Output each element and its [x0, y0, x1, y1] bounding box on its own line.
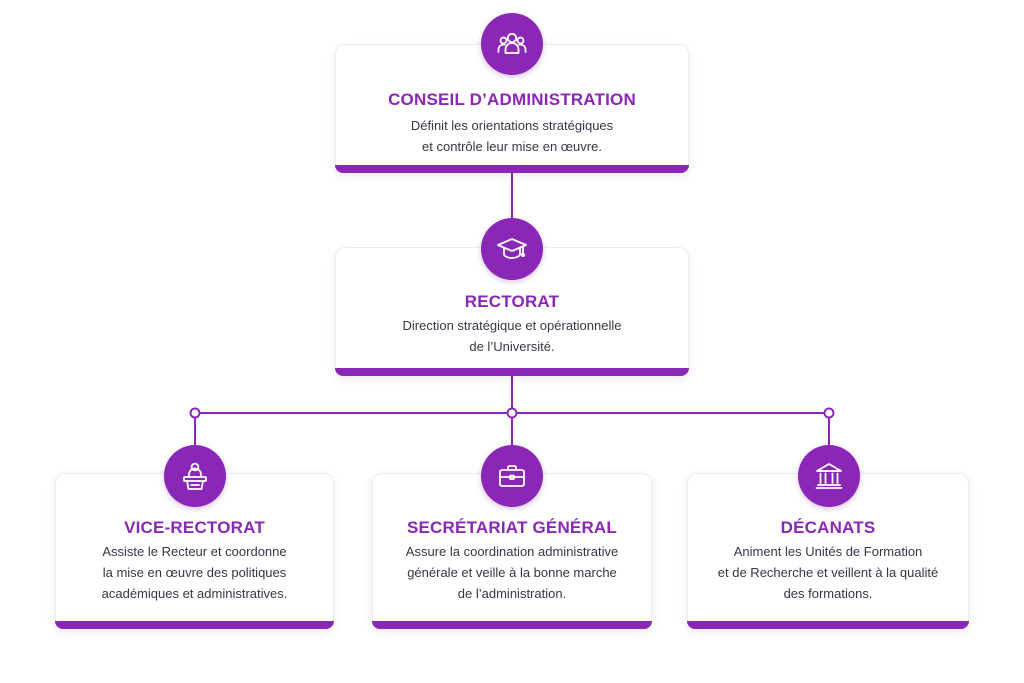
node-description-line: Direction stratégique et opérationnelle — [402, 318, 622, 333]
node-title: VICE-RECTORAT — [124, 518, 265, 537]
junction-dot-center — [506, 407, 518, 419]
node-description-line: de l’administration. — [457, 586, 567, 601]
node-description: Animent les Unités de Formation et de Re… — [700, 541, 956, 604]
junction-dot-left — [189, 407, 201, 419]
node-rectorat: RECTORAT Direction stratégique et opérat… — [335, 247, 689, 376]
node-description-line: et contrôle leur mise en œuvre. — [422, 139, 602, 154]
node-description-line: générale et veille à la bonne marche — [407, 565, 617, 580]
junction-dot-right — [823, 407, 835, 419]
node-description-line: Définit les orientations stratégiques — [410, 118, 614, 133]
speaker-podium-icon — [164, 445, 226, 507]
node-description: Direction stratégique et opérationnelle … — [348, 315, 676, 357]
node-description-line: Assure la coordination administrative — [405, 544, 619, 559]
node-description-line: des formations. — [783, 586, 873, 601]
node-description: Définit les orientations stratégiques et… — [348, 115, 676, 157]
node-description-line: Animent les Unités de Formation — [733, 544, 923, 559]
accent-bar — [335, 368, 689, 376]
node-description-line: Assiste le Recteur et coordonne — [102, 544, 287, 559]
accent-bar — [335, 165, 689, 173]
graduation-cap-icon — [481, 218, 543, 280]
node-vice-rectorat: VICE-RECTORAT Assiste le Recteur et coor… — [55, 473, 334, 629]
institution-building-icon — [798, 445, 860, 507]
node-description-line: de l’Université. — [469, 339, 555, 354]
node-description: Assure la coordination administrative gé… — [385, 541, 639, 604]
accent-bar — [372, 621, 652, 629]
node-title: RECTORAT — [464, 292, 560, 311]
node-description-line: académiques et administratives. — [101, 586, 288, 601]
briefcase-icon — [481, 445, 543, 507]
node-decanats: DÉCANATS Animent les Unités de Formation… — [687, 473, 969, 629]
node-description-line: la mise en œuvre des politiques — [102, 565, 287, 580]
people-group-icon — [481, 13, 543, 75]
accent-bar — [55, 621, 334, 629]
accent-bar — [687, 621, 969, 629]
node-description: Assiste le Recteur et coordonne la mise … — [68, 541, 321, 604]
node-title: DÉCANATS — [780, 518, 876, 537]
node-title: SECRÉTARIAT GÉNÉRAL — [406, 518, 617, 537]
node-title: CONSEIL D’ADMINISTRATION — [388, 90, 636, 109]
node-description-line: et de Recherche et veillent à la qualité — [717, 565, 939, 580]
